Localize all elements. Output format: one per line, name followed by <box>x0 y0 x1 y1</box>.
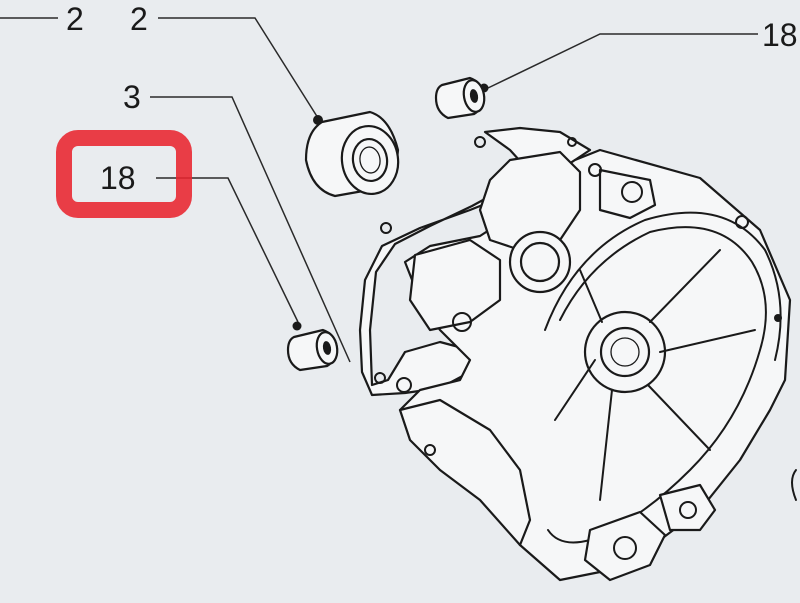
main-housing-part <box>398 148 792 582</box>
leader-bearing <box>158 17 319 119</box>
callout-gasket: 3 <box>123 79 141 115</box>
bearing-part <box>304 110 400 198</box>
dowel-left-part <box>286 321 339 372</box>
edge-mark <box>791 469 797 501</box>
leader-dowel-top-right <box>487 33 758 89</box>
callout-bearing: 2 <box>130 1 148 37</box>
leader-gasket <box>150 96 351 363</box>
callout-top-left: 2 <box>66 1 84 37</box>
highlight-box <box>56 130 192 218</box>
callout-dowel-top-right: 18 <box>762 17 798 53</box>
callout-dowel-left: 18 <box>100 160 136 196</box>
dowel-top-right-part <box>434 76 489 120</box>
